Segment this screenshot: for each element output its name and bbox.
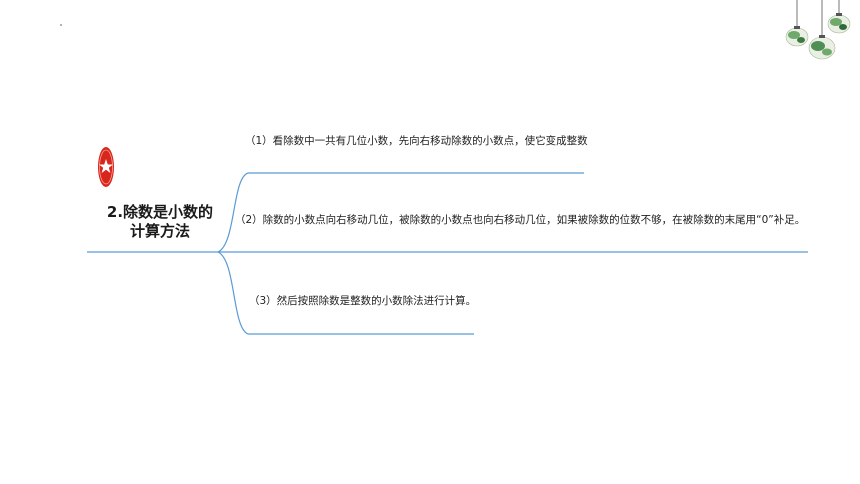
section-title: 2.除数是小数的计算方法	[106, 203, 214, 240]
star-badge-icon	[98, 147, 114, 187]
branch-step-1: （1）看除数中一共有几位小数，先向右移动除数的小数点，使它变成整数	[245, 135, 588, 147]
corner-dot	[60, 24, 62, 26]
hanging-lanterns-icon	[785, 0, 851, 60]
branch-step-2: （2）除数的小数点向右移动几位，被除数的小数点也向右移动几位，如果被除数的位数不…	[235, 214, 806, 226]
branch-step-3: （3）然后按照除数是整数的小数除法进行计算。	[249, 295, 477, 307]
